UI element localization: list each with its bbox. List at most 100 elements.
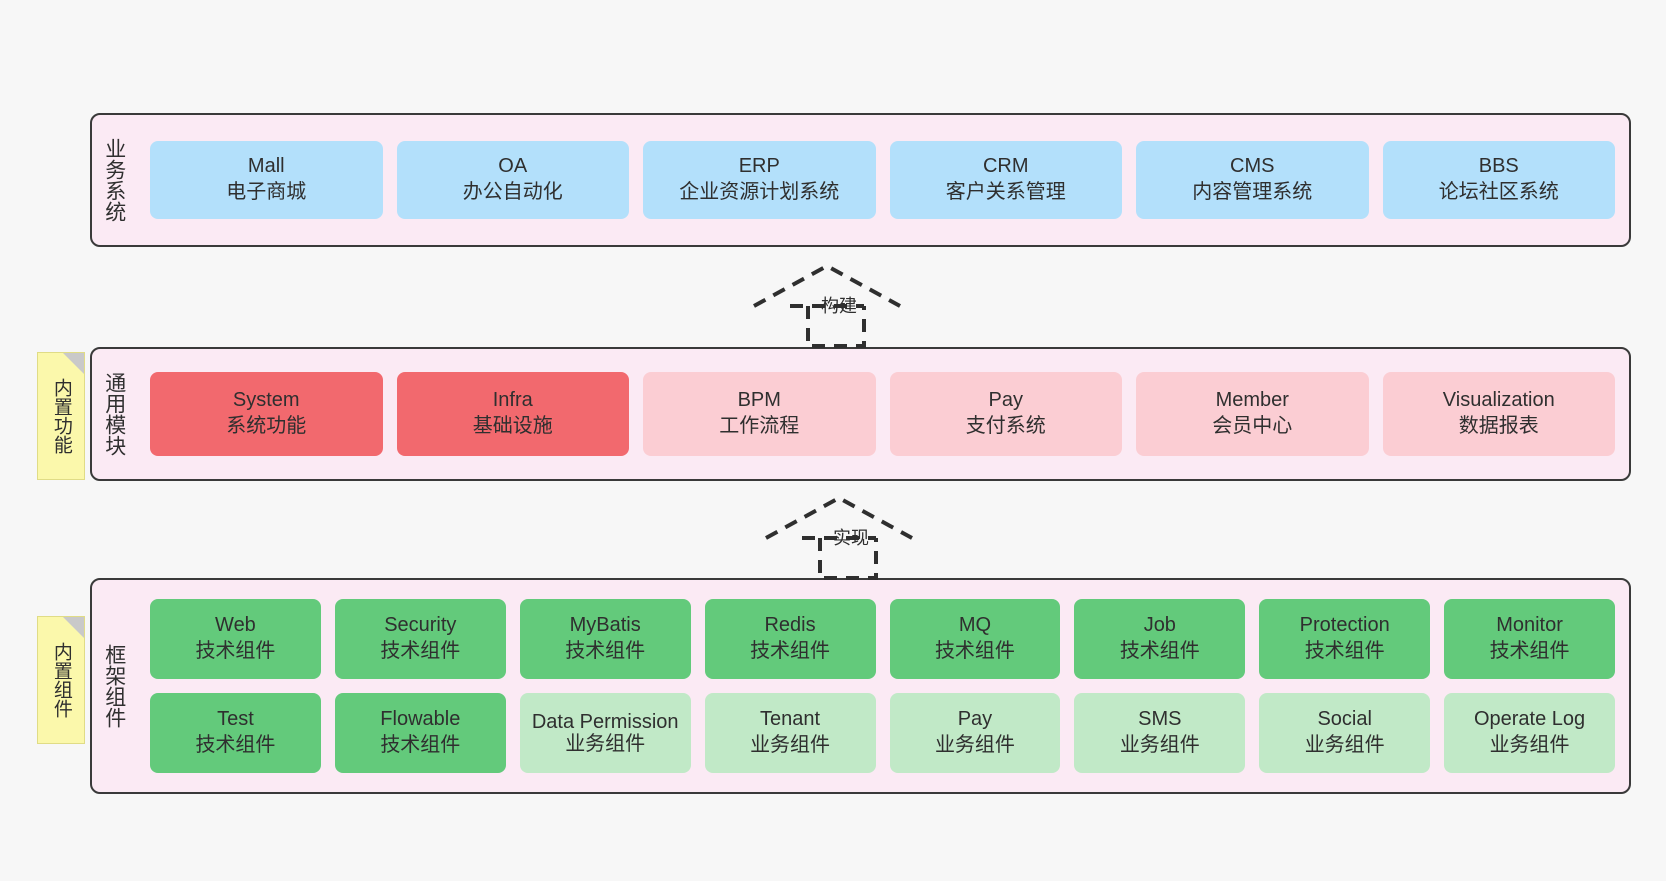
note-fold-corner-icon (63, 617, 84, 638)
node-sms[interactable]: SMS 业务组件 (1074, 693, 1246, 773)
node-label-cn: 技术组件 (565, 640, 646, 662)
node-redis[interactable]: Redis 技术组件 (704, 599, 876, 679)
layer-body-framework: Web 技术组件 Security 技术组件 MyBatis 技术组件 Redi… (136, 580, 1629, 792)
node-pay-module[interactable]: Pay 支付系统 (889, 372, 1122, 456)
generalization-arrow-icon (765, 495, 913, 580)
node-mq[interactable]: MQ 技术组件 (889, 599, 1061, 679)
node-label-en: Monitor (1496, 614, 1563, 637)
node-label-cn: 内容管理系统 (1192, 181, 1313, 203)
node-system[interactable]: System 系统功能 (150, 372, 383, 456)
node-row: Mall 电子商城 OA 办公自动化 ERP 企业资源计划系统 CRM 客户关系… (150, 141, 1615, 219)
node-label-en: Redis (764, 614, 816, 637)
node-label-en: Pay (988, 389, 1023, 412)
layer-title-modules: 通用模块 (102, 372, 126, 456)
node-label-cn: 技术组件 (195, 640, 276, 662)
node-label-en: Visualization (1442, 389, 1555, 412)
node-label-en: BPM (737, 389, 781, 412)
layer-body-modules: System 系统功能 Infra 基础设施 BPM 工作流程 Pay 支付系统… (136, 349, 1629, 479)
node-job[interactable]: Job 技术组件 (1074, 599, 1246, 679)
node-label-cn: 业务组件 (750, 734, 831, 756)
note-built-in-functions: 内置功能 (37, 352, 85, 480)
node-label-cn: 技术组件 (380, 640, 461, 662)
node-operate-log[interactable]: Operate Log 业务组件 (1444, 693, 1615, 773)
note-fold-corner-icon (63, 353, 84, 374)
connector-build: 构建 (744, 258, 934, 348)
node-label-cn: 系统功能 (226, 415, 307, 437)
node-tenant[interactable]: Tenant 业务组件 (704, 693, 876, 773)
layer-framework-components: 框架组件 Web 技术组件 Security 技术组件 MyBatis 技术组件… (90, 578, 1631, 794)
note-label: 内置组件 (50, 642, 72, 718)
node-label-en: Social (1317, 708, 1372, 731)
node-member[interactable]: Member 会员中心 (1136, 372, 1369, 456)
node-protection[interactable]: Protection 技术组件 (1259, 599, 1431, 679)
node-label-cn: 数据报表 (1458, 415, 1539, 437)
node-label-en: Mall (247, 155, 285, 178)
node-label-cn: 技术组件 (195, 734, 276, 756)
generalization-arrow-icon (753, 263, 901, 348)
node-oa[interactable]: OA 办公自动化 (396, 141, 629, 219)
node-label-en: SMS (1138, 708, 1182, 731)
node-label-cn: 业务组件 (1304, 734, 1385, 756)
node-label-en: Flowable (380, 708, 461, 731)
node-label-en: Pay (957, 708, 993, 731)
node-bpm[interactable]: BPM 工作流程 (643, 372, 876, 456)
node-label-cn: 技术组件 (1119, 640, 1200, 662)
node-label-en: OA (498, 155, 528, 178)
node-label-cn: 支付系统 (965, 415, 1046, 437)
node-label-en: MQ (958, 614, 992, 637)
node-label-en: BBS (1478, 155, 1519, 178)
node-label-en: CRM (982, 155, 1029, 178)
node-bbs[interactable]: BBS 论坛社区系统 (1382, 141, 1615, 219)
node-monitor[interactable]: Monitor 技术组件 (1444, 599, 1615, 679)
node-label-cn: 业务组件 (934, 734, 1015, 756)
node-label-en: Web (215, 614, 256, 637)
node-label-cn: 办公自动化 (462, 181, 563, 203)
node-row: Test 技术组件 Flowable 技术组件 Data Permission … (150, 693, 1615, 773)
node-label-cn: 技术组件 (1489, 640, 1570, 662)
node-erp[interactable]: ERP 企业资源计划系统 (643, 141, 876, 219)
node-crm[interactable]: CRM 客户关系管理 (889, 141, 1122, 219)
node-social[interactable]: Social 业务组件 (1259, 693, 1431, 773)
note-label: 内置功能 (50, 378, 72, 454)
node-pay-component[interactable]: Pay 业务组件 (889, 693, 1061, 773)
node-infra[interactable]: Infra 基础设施 (396, 372, 629, 456)
node-flowable[interactable]: Flowable 技术组件 (334, 693, 506, 773)
node-label-en: CMS (1230, 155, 1275, 178)
node-label-cn: 基础设施 (472, 415, 553, 437)
node-test[interactable]: Test 技术组件 (150, 693, 321, 773)
node-label-cn: 业务组件 (1489, 734, 1570, 756)
layer-body-business: Mall 电子商城 OA 办公自动化 ERP 企业资源计划系统 CRM 客户关系… (136, 115, 1629, 245)
connector-realize: 实现 (756, 490, 946, 580)
node-label-cn: 业务组件 (1119, 734, 1200, 756)
node-label-cn: 会员中心 (1212, 415, 1293, 437)
node-data-permission[interactable]: Data Permission 业务组件 (519, 693, 691, 773)
node-cms[interactable]: CMS 内容管理系统 (1136, 141, 1369, 219)
node-label-en: Test (217, 708, 254, 731)
connector-label-build: 构建 (821, 296, 857, 316)
node-label-cn: 技术组件 (1304, 640, 1385, 662)
layer-business-systems: 业务系统 Mall 电子商城 OA 办公自动化 ERP 企业资源计划系统 CRM… (90, 113, 1631, 247)
node-visualization[interactable]: Visualization 数据报表 (1382, 372, 1615, 456)
note-built-in-components: 内置组件 (37, 616, 85, 744)
node-label-cn: 技术组件 (750, 640, 831, 662)
node-label-en: Protection (1299, 614, 1390, 637)
node-label-en: Member (1215, 389, 1289, 412)
connector-label-realize: 实现 (833, 528, 869, 548)
node-label-en: Security (384, 614, 457, 637)
node-label-cn: 客户关系管理 (945, 181, 1066, 203)
node-mall[interactable]: Mall 电子商城 (150, 141, 383, 219)
node-mybatis[interactable]: MyBatis 技术组件 (519, 599, 691, 679)
node-label-cn: 电子商城 (226, 181, 307, 203)
node-label-en: Job (1143, 614, 1176, 637)
node-web[interactable]: Web 技术组件 (150, 599, 321, 679)
node-security[interactable]: Security 技术组件 (334, 599, 506, 679)
node-label-cn: 技术组件 (380, 734, 461, 756)
node-label-cn: 技术组件 (934, 640, 1015, 662)
node-label-en: Tenant (760, 708, 821, 731)
node-label-en: Data Permission (531, 710, 679, 733)
node-row: System 系统功能 Infra 基础设施 BPM 工作流程 Pay 支付系统… (150, 372, 1615, 456)
node-label-en: Infra (492, 389, 533, 412)
node-label-cn: 企业资源计划系统 (679, 181, 840, 203)
node-label-cn: 工作流程 (719, 415, 800, 437)
node-label-en: Operate Log (1473, 708, 1586, 731)
